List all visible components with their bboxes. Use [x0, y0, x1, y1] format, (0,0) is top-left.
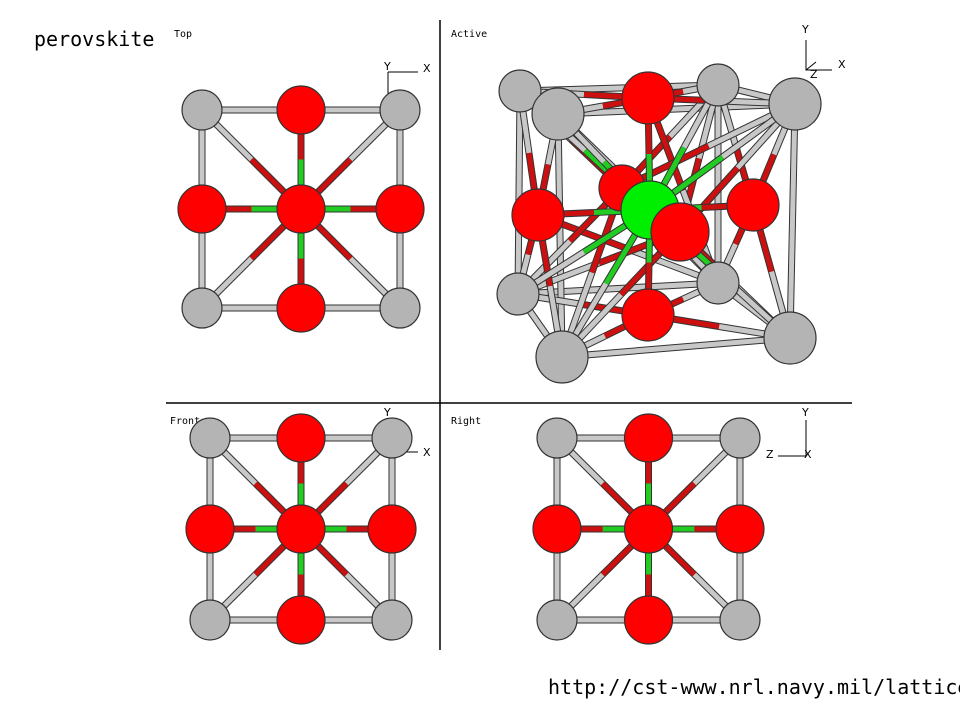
face-atom	[623, 413, 674, 463]
face-atom	[177, 184, 227, 234]
face-atom	[650, 202, 710, 262]
center-atom	[276, 184, 326, 234]
axis-triad-active: Y X Z	[801, 23, 846, 81]
face-atom	[367, 504, 417, 554]
svg-text:Z: Z	[810, 68, 818, 81]
corner-atom	[496, 272, 540, 316]
corner-atom	[181, 89, 223, 131]
crystal-view-top	[177, 85, 425, 333]
face-atom	[375, 184, 425, 234]
svg-text:Y: Y	[801, 23, 809, 36]
corner-atom	[696, 261, 740, 305]
face-atom	[715, 504, 765, 554]
source-url: http://cst-www.nrl.navy.mil/lattice/	[548, 675, 960, 699]
corner-atom	[536, 599, 578, 641]
svg-text:X: X	[423, 62, 431, 75]
view-label-right: Right	[451, 416, 481, 427]
face-atom	[276, 283, 326, 333]
crystal-view-active	[496, 63, 822, 384]
center-atom	[623, 504, 674, 554]
svg-text:Z: Z	[766, 448, 774, 461]
corner-atom	[371, 599, 413, 641]
view-label-front: Front	[170, 416, 200, 427]
svg-text:X: X	[423, 446, 431, 459]
crystal-view-front	[185, 413, 417, 645]
face-atom	[276, 595, 326, 645]
face-atom	[511, 188, 565, 242]
corner-atom	[379, 89, 421, 131]
crystal-view-right	[532, 413, 765, 645]
face-atom	[532, 504, 582, 554]
corner-atom	[531, 87, 585, 141]
face-atom	[623, 595, 674, 645]
svg-text:X: X	[838, 58, 846, 71]
page-title: perovskite	[34, 27, 155, 51]
svg-text:Y: Y	[383, 60, 391, 73]
corner-atom	[696, 63, 740, 107]
corner-atom	[719, 599, 761, 641]
corner-atom	[371, 417, 413, 459]
axis-triad-right: Y X Z	[766, 406, 812, 461]
corner-atom	[379, 287, 421, 329]
corner-atom	[719, 417, 761, 459]
corner-atom	[768, 77, 822, 131]
face-atom	[621, 288, 675, 342]
view-label-active: Active	[451, 29, 487, 40]
svg-text:Y: Y	[383, 406, 391, 419]
center-atom	[276, 504, 326, 554]
corner-atom	[189, 599, 231, 641]
svg-text:X: X	[804, 448, 812, 461]
corner-atom	[498, 69, 542, 113]
face-atom	[276, 413, 326, 463]
face-atom	[621, 71, 675, 125]
face-atom	[726, 178, 780, 232]
corner-atom	[536, 417, 578, 459]
face-atom	[276, 85, 326, 135]
view-label-top: Top	[174, 29, 192, 40]
corner-atom	[189, 417, 231, 459]
corner-atom	[181, 287, 223, 329]
corner-atom	[763, 311, 817, 365]
corner-atom	[535, 330, 589, 384]
svg-text:Y: Y	[801, 406, 809, 419]
face-atom	[185, 504, 235, 554]
